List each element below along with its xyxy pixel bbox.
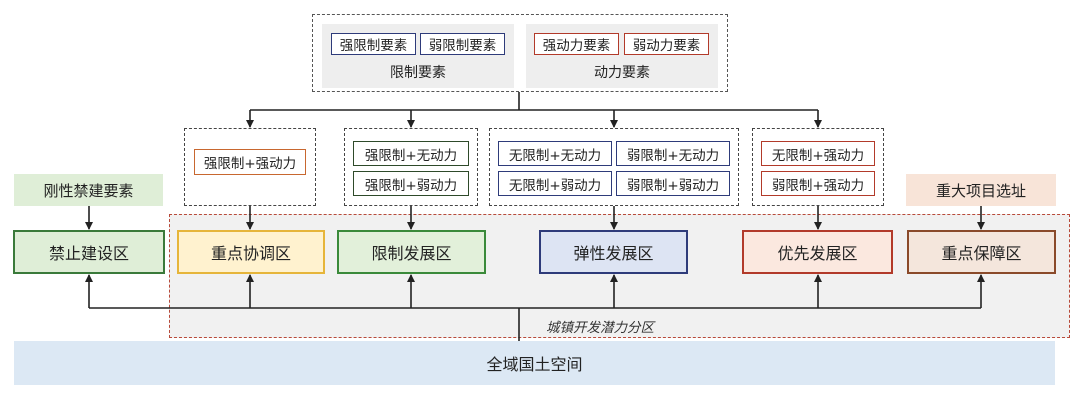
zone-priority-development: 优先发展区 bbox=[742, 230, 893, 274]
combo-strong-limit-strong-power: 强限制+强动力 bbox=[194, 149, 306, 175]
strong-power-factor: 强动力要素 bbox=[534, 33, 619, 55]
weak-power-factor: 弱动力要素 bbox=[624, 33, 709, 55]
rigid-forbidden-factor: 刚性禁建要素 bbox=[14, 174, 163, 206]
combo-no-limit-no-power: 无限制+无动力 bbox=[498, 141, 612, 166]
zone-forbidden-construction: 禁止建设区 bbox=[13, 230, 165, 274]
zone-key-guarantee: 重点保障区 bbox=[907, 230, 1056, 274]
strong-limit-factor: 强限制要素 bbox=[331, 33, 416, 55]
zone-key-coordination: 重点协调区 bbox=[177, 230, 325, 274]
combo-strong-limit-weak-power: 强限制+弱动力 bbox=[353, 171, 469, 196]
combo-weak-limit-strong-power: 弱限制+强动力 bbox=[761, 171, 875, 196]
combo-no-limit-strong-power: 无限制+强动力 bbox=[761, 141, 875, 166]
combo-no-limit-weak-power: 无限制+弱动力 bbox=[498, 171, 612, 196]
combo-weak-limit-weak-power: 弱限制+弱动力 bbox=[616, 171, 730, 196]
combo-strong-limit-no-power: 强限制+无动力 bbox=[353, 141, 469, 166]
zone-restricted-development: 限制发展区 bbox=[337, 230, 486, 274]
limit-factor-label: 限制要素 bbox=[390, 65, 446, 81]
zone-elastic-development: 弹性发展区 bbox=[539, 230, 688, 274]
major-project-siting: 重大项目选址 bbox=[906, 174, 1056, 206]
combo-weak-limit-no-power: 弱限制+无动力 bbox=[616, 141, 730, 166]
ground-space-label: 全域国土空间 bbox=[486, 355, 583, 374]
power-factor-label: 动力要素 bbox=[594, 65, 650, 81]
potential-zoning-label: 城镇开发潜力分区 bbox=[546, 320, 654, 336]
factor-group bbox=[312, 14, 728, 92]
ground-space-strip: 全域国土空间 bbox=[14, 341, 1055, 385]
weak-limit-factor: 弱限制要素 bbox=[420, 33, 505, 55]
